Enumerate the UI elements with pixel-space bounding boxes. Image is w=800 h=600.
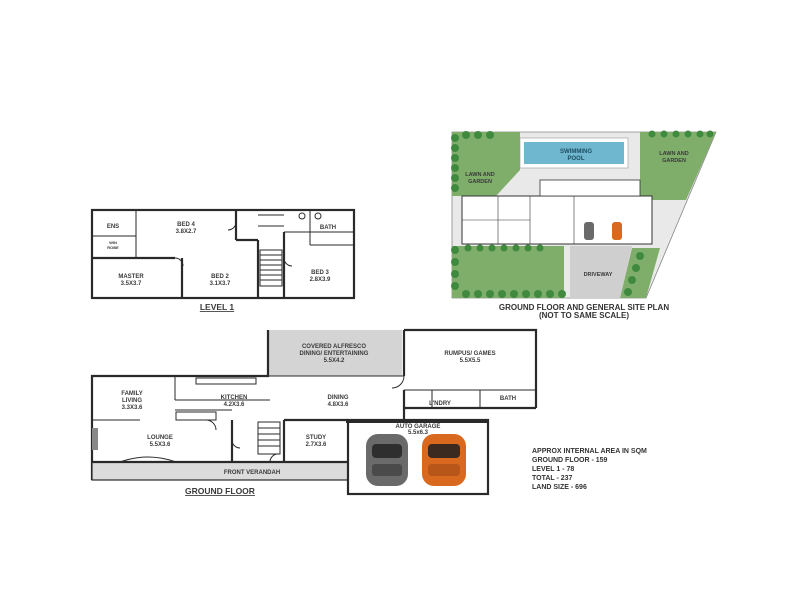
area-summary-line-1: GROUND FLOOR - 159 [532, 457, 608, 464]
room-label-bed4: BED 4 [177, 222, 195, 228]
room-dims-rumpus: 5.5X5.5 [460, 358, 481, 364]
room-dims-alfresco: 5.5X4.2 [324, 358, 345, 364]
room-label-kitchen: KITCHEN [221, 395, 248, 401]
room-label-wir-robe: ROBE [107, 245, 119, 250]
front-verandah [91, 461, 349, 481]
pool-label-line2: POOL [567, 156, 584, 162]
room-label-garage: AUTO GARAGE [396, 424, 441, 430]
site-car-orange [612, 222, 622, 240]
room-dims-bed3: 2.8X3.9 [310, 277, 331, 283]
room-label-alfresco-2: DINING/ ENTERTAINING [300, 351, 369, 357]
room-label-ens: ENS [107, 224, 119, 230]
room-dims-bed4: 3.8X2.7 [176, 229, 197, 235]
room-dims-family: 3.3X3.6 [122, 405, 143, 411]
driveway-area [570, 246, 632, 298]
driveway-label: DRIVEWAY [584, 272, 613, 278]
room-label-laundry: L'NDRY [429, 401, 451, 407]
area-summary-line-4: LAND SIZE - 696 [532, 484, 587, 491]
hedges [451, 130, 714, 298]
room-label-living: LIVING [122, 398, 142, 404]
room-label-verandah: FRONT VERANDAH [224, 470, 280, 476]
lawn-right-area [640, 132, 716, 200]
room-dims-garage: 5.5x6.3 [408, 430, 429, 436]
site-car-grey [584, 222, 594, 240]
room-label-wir: WIN [109, 240, 117, 245]
room-dims-master: 3.5X3.7 [121, 281, 142, 287]
room-label-bath-ground: BATH [500, 396, 516, 402]
lawn-left-label-line2: GARDEN [468, 179, 492, 185]
area-summary-line-2: LEVEL 1 - 78 [532, 466, 574, 473]
alfresco-area [268, 330, 402, 376]
area-summary-line-3: TOTAL - 237 [532, 475, 573, 482]
site-plan-title-line2: (NOT TO SAME SCALE) [539, 311, 629, 320]
car-orange [422, 434, 466, 486]
level1-title: LEVEL 1 [200, 302, 235, 312]
room-label-rumpus: RUMPUS/ GAMES [444, 351, 495, 357]
room-label-bath-level1: BATH [320, 225, 336, 231]
room-dims-study: 2.7X3.6 [306, 442, 327, 448]
level1-plan: ENS BED 4 3.8X2.7 BATH WIN ROBE MASTER 3… [90, 208, 356, 312]
site-plan-title-line1: GROUND FLOOR AND GENERAL SITE PLAN [499, 303, 669, 312]
lawn-left-area [452, 132, 520, 196]
pool-label-line1: SWIMMING [560, 149, 592, 155]
car-grey [366, 434, 408, 486]
room-dims-dining: 4.8X3.6 [328, 402, 349, 408]
stairs-ground [257, 421, 281, 455]
room-label-bed3: BED 3 [311, 270, 329, 276]
lawn-right-label-line2: GARDEN [662, 158, 686, 164]
ground-floor-plan: COVERED ALFRESCO DINING/ ENTERTAINING 5.… [90, 328, 538, 496]
room-label-family: FAMILY [121, 391, 142, 397]
room-label-alfresco: COVERED ALFRESCO [302, 344, 366, 350]
lawn-right-label-line1: LAWN AND [659, 151, 688, 157]
room-label-study: STUDY [306, 435, 326, 441]
room-dims-bed2: 3.1X3.7 [210, 281, 231, 287]
room-label-dining: DINING [328, 395, 349, 401]
room-dims-kitchen: 4.2X3.6 [224, 402, 245, 408]
room-label-lounge: LOUNGE [147, 435, 173, 441]
fireplace [92, 428, 98, 450]
lawn-front-area [452, 246, 564, 298]
area-summary-line-0: APPROX INTERNAL AREA IN SQM [532, 448, 647, 455]
room-label-bed2: BED 2 [211, 274, 229, 280]
site-plan: SWIMMING POOL LAWN AND GARDEN LAWN AND G… [451, 130, 717, 320]
room-label-master: MASTER [118, 274, 144, 280]
ground-floor-title: GROUND FLOOR [185, 486, 255, 496]
swimming-pool [524, 142, 624, 164]
room-dims-lounge: 5.5X3.6 [150, 442, 171, 448]
area-summary: APPROX INTERNAL AREA IN SQM GROUND FLOOR… [532, 448, 647, 491]
stairs-level1 [259, 249, 283, 287]
lawn-left-label-line1: LAWN AND [465, 172, 494, 178]
